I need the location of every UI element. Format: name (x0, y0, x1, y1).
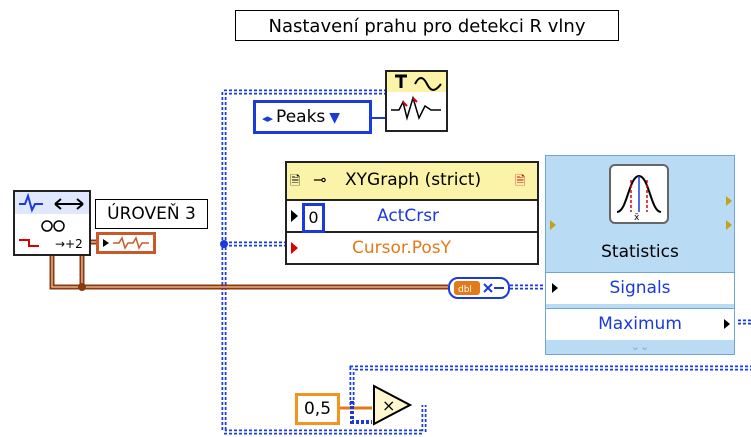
multiplier-constant[interactable]: 0,5 (295, 393, 340, 425)
statistics-label: Statistics (601, 242, 679, 262)
cursor-index-control[interactable]: 0 (302, 203, 325, 233)
input-arrow-icon (550, 220, 556, 230)
page-icon: 🗎 (290, 174, 301, 189)
dropdown-arrow-icon: ▼ (329, 110, 341, 126)
title-label: Nastavení prahu pro detekci R vlny (235, 10, 619, 41)
waveform-terminal[interactable] (96, 232, 156, 254)
error-page-icon: 🗎 (515, 174, 526, 189)
input-arrow-icon (291, 210, 298, 222)
ring-increment-icon: ◂▸ (262, 112, 274, 125)
level-label: ÚROVEŇ 3 (95, 199, 208, 229)
convert-to-dynamic-data-node[interactable]: dbl (448, 277, 510, 299)
waveform-source-vi-icon[interactable]: →+2 (13, 190, 91, 256)
property-actcrsr: ActCrsr (377, 206, 440, 226)
svg-text:dbl: dbl (458, 285, 472, 295)
input-arrow-icon (291, 242, 298, 254)
property-row-actcrsr[interactable]: 0 ActCrsr (287, 201, 537, 233)
input-arrow-icon (552, 283, 558, 293)
svg-text:×: × (382, 396, 395, 415)
peaks-ring-constant[interactable]: ◂▸Peaks▼ (253, 100, 372, 134)
signals-terminal-label: Signals (609, 278, 671, 298)
expand-chevron-icon[interactable]: ⌄⌄ (630, 340, 650, 353)
property-cursor-posy: Cursor.PosY (352, 238, 452, 258)
property-node-title: XYGraph (strict) (345, 170, 482, 190)
wire-junction (220, 240, 228, 248)
wire-junction (78, 283, 86, 291)
peak-detector-vi-icon[interactable] (385, 70, 448, 132)
maximum-terminal-label: Maximum (598, 314, 682, 334)
multiply-inputs (340, 400, 372, 424)
property-node-header: 🗎 ⊸ XYGraph (strict) 🗎 (287, 163, 537, 201)
reference-wire-icon: ⊸ (313, 170, 327, 189)
maximum-terminal[interactable]: Maximum (546, 308, 734, 340)
output-arrow-icon (726, 196, 732, 206)
svg-text:x̄: x̄ (634, 213, 640, 222)
peaks-ring-value: Peaks (276, 107, 326, 127)
output-arrow-icon (724, 319, 730, 329)
xygraph-property-node[interactable]: 🗎 ⊸ XYGraph (strict) 🗎 0 ActCrsr Cursor.… (285, 161, 539, 265)
multiply-node[interactable]: × (372, 384, 413, 426)
property-row-cursor-posy[interactable]: Cursor.PosY (287, 233, 537, 263)
svg-text:→+2: →+2 (55, 237, 83, 251)
signals-terminal[interactable]: Signals (546, 272, 734, 304)
statistics-icon: x̄ (609, 164, 669, 224)
output-arrow-icon (726, 220, 732, 230)
statistics-express-vi[interactable]: x̄ Statistics Signals Maximum ⌄⌄ (545, 155, 735, 355)
